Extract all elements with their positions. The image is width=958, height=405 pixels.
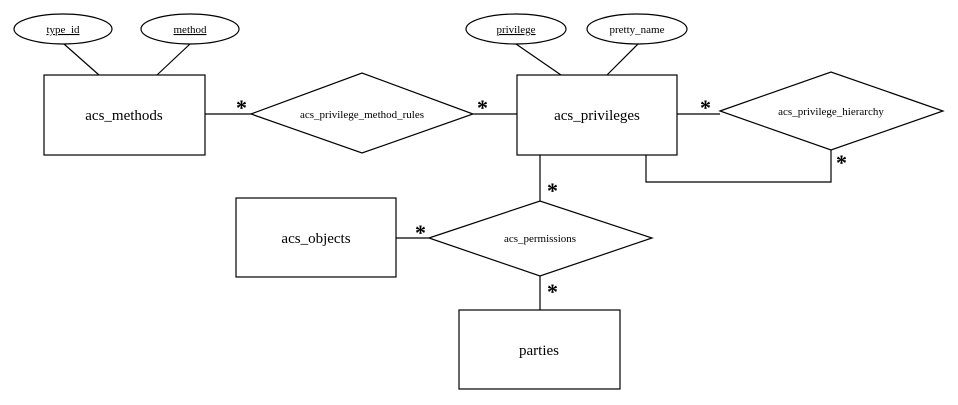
attribute-type-id: type_id bbox=[13, 13, 113, 45]
entity-parties: parties bbox=[458, 309, 621, 390]
attribute-pretty-name-label: pretty_name bbox=[610, 24, 665, 36]
entity-acs-objects: acs_objects bbox=[235, 197, 397, 278]
entity-acs-methods: acs_methods bbox=[43, 74, 206, 156]
attribute-method-label: method bbox=[174, 24, 207, 36]
relationship-hierarchy-diamond bbox=[718, 71, 945, 151]
relationship-permissions-diamond bbox=[427, 200, 654, 277]
relationship-hierarchy-label: acs_privilege_hierarchy bbox=[778, 106, 884, 118]
entity-acs-privileges-box bbox=[516, 74, 678, 156]
cardinality-privileges-hierarchy: * bbox=[700, 95, 711, 120]
relationship-method-rules-label: acs_privilege_method_rules bbox=[300, 109, 424, 121]
cardinality-objects-permissions: * bbox=[415, 220, 426, 245]
entity-acs-methods-label: acs_methods bbox=[85, 108, 163, 124]
entity-acs-methods-box bbox=[43, 74, 206, 156]
attribute-pretty-name: pretty_name bbox=[586, 13, 688, 45]
connectors bbox=[63, 43, 832, 310]
cardinality-methods-rules: * bbox=[236, 95, 247, 120]
attribute-privilege: privilege bbox=[465, 13, 567, 45]
attribute-privilege-ellipse bbox=[465, 13, 567, 45]
attribute-pretty-name-ellipse bbox=[586, 13, 688, 45]
connector-method bbox=[156, 43, 191, 76]
attribute-privilege-label: privilege bbox=[496, 24, 535, 36]
entity-parties-box bbox=[458, 309, 621, 390]
attribute-method: method bbox=[140, 13, 240, 45]
cardinality-markers: * * * * * * * bbox=[236, 95, 847, 304]
relationship-permissions-label: acs_permissions bbox=[504, 233, 576, 245]
entity-acs-objects-box bbox=[235, 197, 397, 278]
entity-acs-objects-label: acs_objects bbox=[281, 231, 350, 247]
cardinality-permissions-parties: * bbox=[547, 279, 558, 304]
connector-type-id bbox=[63, 43, 100, 76]
relationship-permissions: acs_permissions bbox=[427, 200, 654, 277]
cardinality-hierarchy-loop: * bbox=[836, 150, 847, 175]
relationship-method-rules-diamond bbox=[249, 72, 475, 154]
attribute-type-id-ellipse bbox=[13, 13, 113, 45]
relationship-hierarchy: acs_privilege_hierarchy bbox=[718, 71, 945, 151]
cardinality-privileges-permissions: * bbox=[547, 178, 558, 203]
entity-acs-privileges-label: acs_privileges bbox=[554, 108, 640, 124]
attribute-type-id-label: type_id bbox=[47, 24, 80, 36]
relationship-method-rules: acs_privilege_method_rules bbox=[249, 72, 475, 154]
connector-privilege bbox=[515, 43, 562, 76]
cardinality-rules-privileges: * bbox=[477, 95, 488, 120]
attribute-method-ellipse bbox=[140, 13, 240, 45]
connector-hierarchy-loop bbox=[645, 150, 832, 183]
entity-acs-privileges: acs_privileges bbox=[516, 74, 678, 156]
connector-pretty-name bbox=[606, 43, 639, 76]
entity-parties-label: parties bbox=[519, 343, 559, 359]
